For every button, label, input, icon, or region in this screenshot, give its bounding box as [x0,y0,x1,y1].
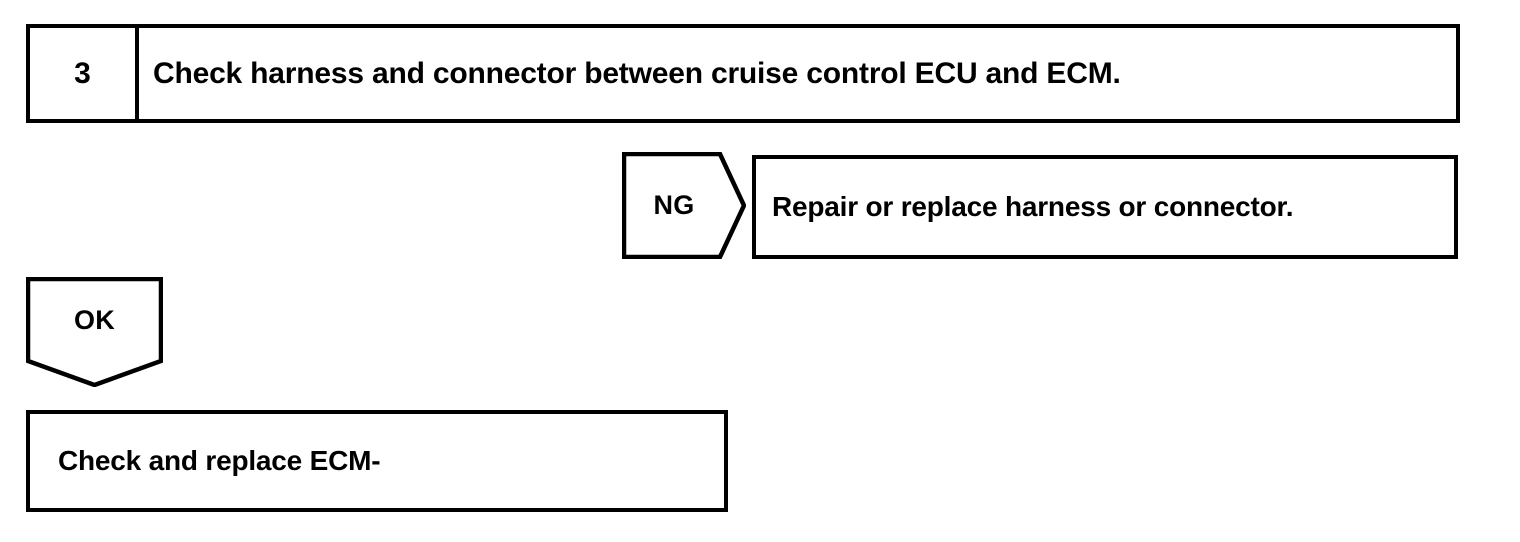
ng-arrow-pentagon: NG [622,152,746,259]
step-number: 3 [74,56,91,90]
ng-result-text: Repair or replace harness or connector. [772,191,1294,222]
ng-result-box: Repair or replace harness or connector. [752,155,1458,259]
ok-result-text: Check and replace ECM- [58,445,381,476]
step-row: 3 Check harness and connector between cr… [26,24,1460,123]
ok-result-box: Check and replace ECM- [26,410,728,512]
ok-arrow-shape [26,277,163,387]
ng-label: NG [653,190,695,220]
step-number-cell: 3 [30,28,139,119]
step-instruction-cell: Check harness and connector between crui… [139,28,1456,119]
ng-arrow-shape [622,152,746,259]
step-instruction: Check harness and connector between crui… [153,57,1121,90]
ok-label: OK [73,304,116,335]
ok-arrow-pentagon: OK [26,277,163,387]
